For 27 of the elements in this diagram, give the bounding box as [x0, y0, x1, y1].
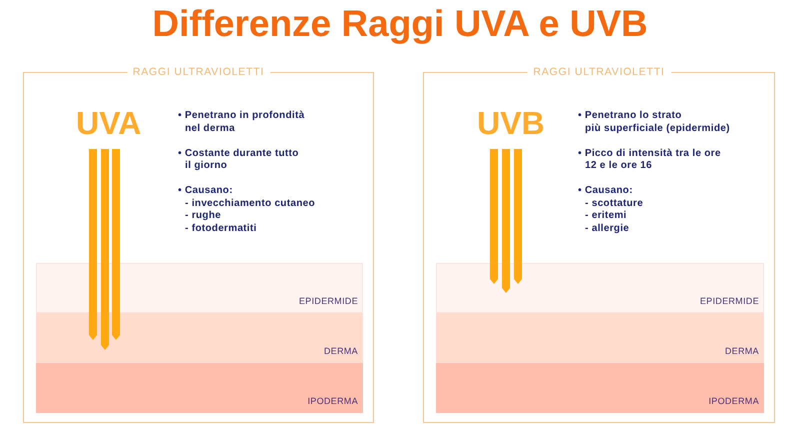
skin-layer-band [436, 363, 764, 413]
bullet-text: • Picco di intensità tra le ore 12 e le ore 16 [578, 148, 722, 172]
list-text: - invecchiamento cutaneo [184, 198, 316, 210]
bullet-text: • Penetrano in profondità nel derma [178, 110, 306, 135]
list-text: - eritemi [584, 210, 628, 222]
list-text: - fotodermatiti [184, 222, 258, 235]
bullet-text: • Penetrano lo strato più superficiale (epidermide) [578, 110, 730, 135]
layer-label: DERMA [724, 346, 759, 357]
list-text: - allergie [584, 222, 630, 235]
skin-layer-band [36, 263, 363, 313]
bullet-text: • Causano: [578, 185, 634, 198]
layer-label: IPODERMA [308, 396, 358, 407]
list-text: - rughe [184, 210, 222, 222]
title: Differenze Raggi UVA e UVB [152, 3, 648, 44]
layer-label: DERMA [324, 346, 358, 357]
ray-heading: UVB [477, 107, 545, 139]
skin-layer-band [436, 263, 764, 313]
ray-heading: UVA [76, 107, 142, 139]
layer-label: EPIDERMIDE [298, 296, 358, 307]
list-text: - scottature [584, 198, 644, 210]
skin-layer-band [36, 363, 363, 413]
bullet-text: • Causano: [178, 185, 234, 198]
skin-layer-band [36, 313, 363, 363]
bullet-text: • Costante durante tutto il giorno [178, 148, 300, 172]
layer-label: IPODERMA [708, 396, 759, 407]
skin-layer-band [436, 313, 764, 363]
layer-label: EPIDERMIDE [700, 296, 759, 307]
